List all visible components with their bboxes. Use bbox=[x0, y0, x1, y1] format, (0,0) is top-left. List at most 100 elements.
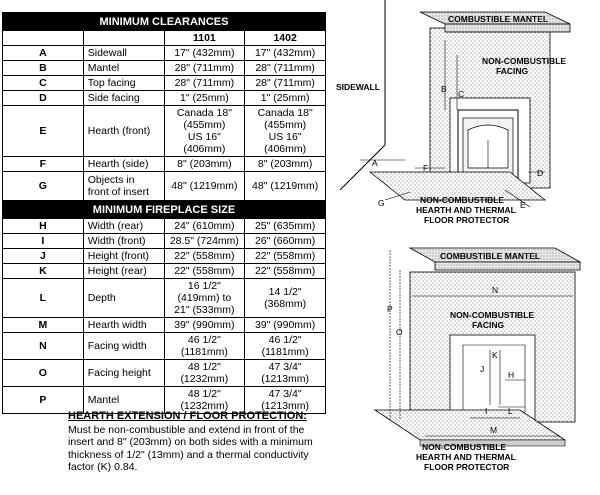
letter-k: K bbox=[492, 350, 498, 360]
row-value-1402: 46 1/2" (1181mm) bbox=[244, 332, 326, 360]
row-key: E bbox=[2, 105, 84, 157]
model-1101: 1101 bbox=[163, 30, 246, 46]
row-value-1402: 47 3/4" (1213mm) bbox=[244, 386, 326, 414]
top-hearth-label-3: FLOOR PROTECTOR bbox=[424, 215, 509, 225]
row-key: F bbox=[2, 156, 84, 172]
bottom-hearth-label-2: HEARTH AND THERMAL bbox=[416, 452, 516, 462]
row-key: P bbox=[2, 386, 84, 414]
row-description: Facing height bbox=[82, 359, 165, 387]
letter-h: H bbox=[508, 370, 514, 380]
row-description: Side facing bbox=[82, 90, 165, 106]
clearances-header-title: MINIMUM CLEARANCES bbox=[2, 12, 326, 31]
row-description: Height (rear) bbox=[82, 263, 165, 279]
letter-d: D bbox=[537, 168, 543, 178]
row-key: J bbox=[2, 248, 84, 264]
row-key: I bbox=[2, 233, 84, 249]
letter-p: P bbox=[387, 304, 393, 314]
row-description: Sidewall bbox=[82, 45, 165, 61]
row-value-1101: 24" (610mm) bbox=[163, 218, 246, 234]
row-value-1101: 46 1/2" (1181mm) bbox=[163, 332, 246, 360]
row-value-1101: 22" (558mm) bbox=[163, 263, 246, 279]
size-header-title: MINIMUM FIREPLACE SIZE bbox=[2, 200, 326, 219]
row-description: Width (front) bbox=[82, 233, 165, 249]
letter-i: I bbox=[485, 406, 487, 416]
row-value-1101: 28" (711mm) bbox=[163, 60, 246, 76]
row-value-1101: Canada 18"(455mm)US 16" (406mm) bbox=[163, 105, 246, 157]
row-description: Height (front) bbox=[82, 248, 165, 264]
letter-m: M bbox=[490, 425, 497, 435]
row-key: C bbox=[2, 75, 84, 91]
letter-l: L bbox=[508, 406, 513, 416]
row-key: L bbox=[2, 278, 84, 318]
row-description: Hearth (front) bbox=[82, 105, 165, 157]
row-description: Depth bbox=[82, 278, 165, 318]
row-value-1101: 17" (432mm) bbox=[163, 45, 246, 61]
top-hearth-label-1: NON-COMBUSTIBLE bbox=[420, 195, 504, 205]
letter-a: A bbox=[372, 158, 378, 168]
fireplace-diagram: COMBUSTIBLE MANTEL NON-COMBUSTIBLE FACIN… bbox=[336, 0, 582, 472]
bottom-hearth-label-3: FLOOR PROTECTOR bbox=[424, 462, 509, 472]
top-mantel-label: COMBUSTIBLE MANTEL bbox=[448, 14, 548, 24]
letter-e: E bbox=[520, 200, 526, 210]
row-value-1402: 25" (635mm) bbox=[244, 218, 326, 234]
row-value-1402: 28" (711mm) bbox=[244, 60, 326, 76]
size-header: MINIMUM FIREPLACE SIZE bbox=[2, 200, 326, 219]
row-value-1402: 48" (1219mm) bbox=[244, 171, 326, 201]
row-value-1402: 14 1/2" (368mm) bbox=[244, 278, 326, 318]
row-key: N bbox=[2, 332, 84, 360]
row-key: K bbox=[2, 263, 84, 279]
row-description: Hearth width bbox=[82, 317, 165, 333]
letter-n: N bbox=[492, 285, 498, 295]
row-value-1101: 8" (203mm) bbox=[163, 156, 246, 172]
bottom-hearth-label-1: NON-COMBUSTIBLE bbox=[422, 442, 506, 452]
row-value-1402: 17" (432mm) bbox=[244, 45, 326, 61]
top-diagram: COMBUSTIBLE MANTEL NON-COMBUSTIBLE FACIN… bbox=[336, 0, 571, 225]
row-value-1402: 22" (558mm) bbox=[244, 248, 326, 264]
row-value-1101: 28" (711mm) bbox=[163, 75, 246, 91]
row-description: Mantel bbox=[82, 60, 165, 76]
row-description: Width (rear) bbox=[82, 218, 165, 234]
row-key: O bbox=[2, 359, 84, 387]
letter-f: F bbox=[423, 163, 428, 173]
row-description: Facing width bbox=[82, 332, 165, 360]
row-key: M bbox=[2, 317, 84, 333]
row-value-1101: 39" (990mm) bbox=[163, 317, 246, 333]
row-value-1101: 48 1/2" (1232mm) bbox=[163, 359, 246, 387]
bottom-mantel-label: COMBUSTIBLE MANTEL bbox=[440, 251, 540, 261]
row-key: B bbox=[2, 60, 84, 76]
row-key: H bbox=[2, 218, 84, 234]
row-description: Hearth (side) bbox=[82, 156, 165, 172]
letter-o: O bbox=[396, 327, 403, 337]
letter-g: G bbox=[378, 198, 385, 208]
letter-c: C bbox=[458, 89, 464, 99]
row-value-1101: 22" (558mm) bbox=[163, 248, 246, 264]
top-facing-label-2: FACING bbox=[496, 66, 529, 76]
row-value-1402: 39" (990mm) bbox=[244, 317, 326, 333]
row-value-1402: Canada 18"(455mm)US 16"(406mm) bbox=[244, 105, 326, 157]
row-key: A bbox=[2, 45, 84, 61]
row-value-1101: 1" (25mm) bbox=[163, 90, 246, 106]
row-value-1101: 48" (1219mm) bbox=[163, 171, 246, 201]
note-body: Must be non-combustible and extend in fr… bbox=[68, 423, 313, 474]
bottom-diagram: COMBUSTIBLE MANTEL NON-COMBUSTIBLE FACIN… bbox=[373, 247, 582, 472]
clearances-header: MINIMUM CLEARANCES bbox=[2, 12, 326, 31]
hearth-extension-note: HEARTH EXTENSION / FLOOR PROTECTION: Mus… bbox=[68, 410, 318, 474]
letter-j: J bbox=[480, 364, 484, 374]
